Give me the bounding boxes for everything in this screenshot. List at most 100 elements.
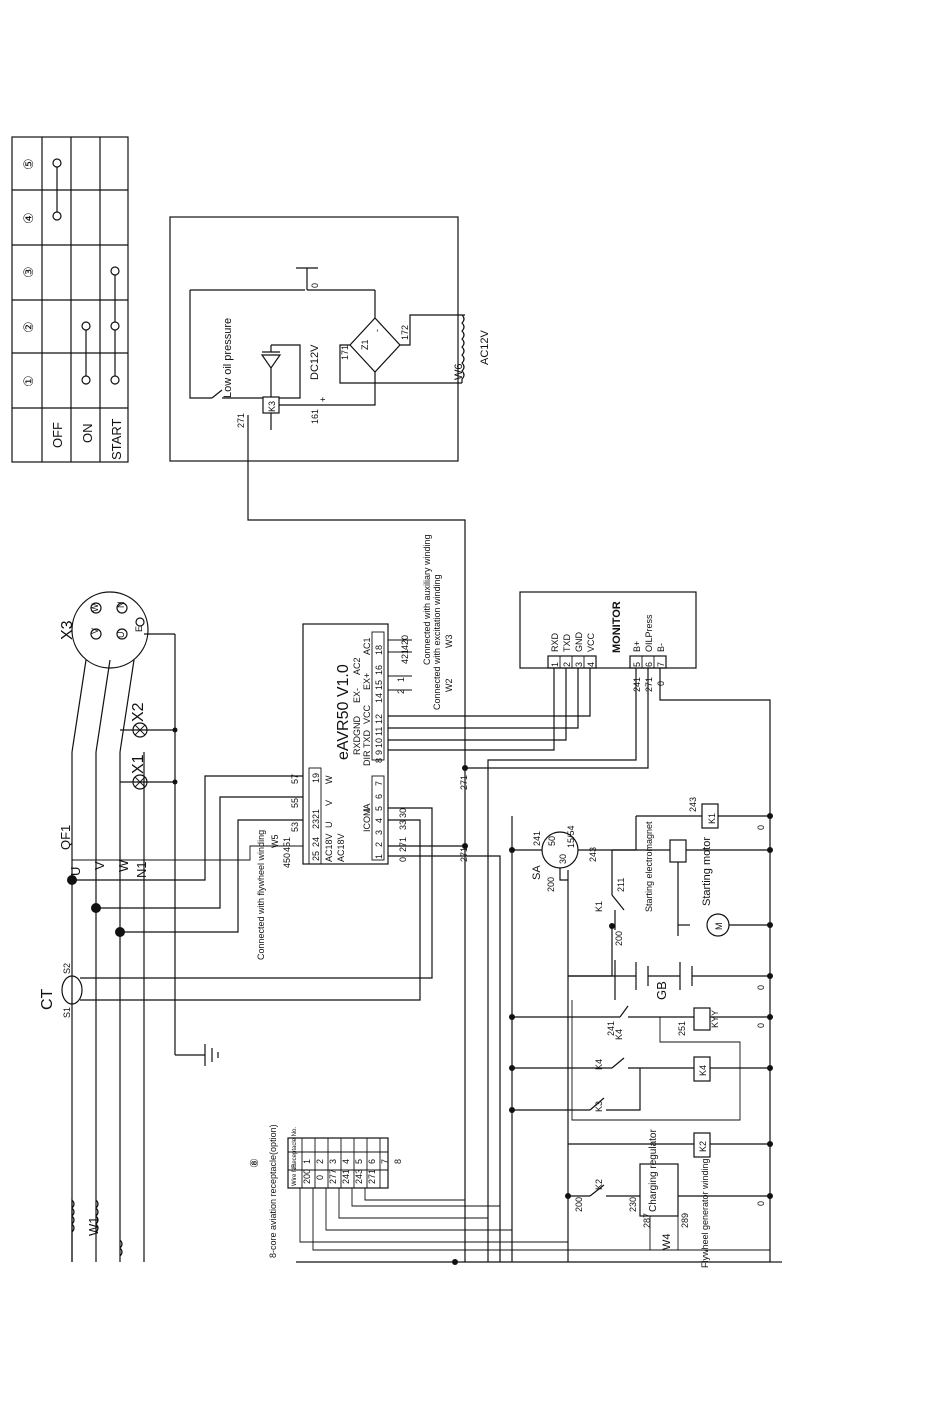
avr-ac1: AC1 xyxy=(362,637,372,655)
rcp-wire-2: 0 xyxy=(315,1175,325,1180)
avr-wire-2: 2 xyxy=(396,689,406,694)
avr-pin-25: 25 xyxy=(311,851,321,861)
avr-pin-8: 8 xyxy=(374,758,384,763)
switch-row-off: OFF xyxy=(50,422,65,448)
wire-171: 171 xyxy=(340,345,350,360)
avr-wire-57: 57 xyxy=(290,774,300,784)
wire-0-oil: 0 xyxy=(310,283,320,288)
rcp-wire-1: 200 xyxy=(302,1169,312,1184)
avr-w-label: W xyxy=(324,775,334,784)
kyy-wire-0: 0 xyxy=(756,1023,766,1028)
phase-v: V xyxy=(92,861,107,870)
receptacle-head-wire: Wire No. xyxy=(292,1162,298,1186)
kyy-wire-251: 251 xyxy=(677,1021,687,1036)
avr-title: eAVR50 V1.0 xyxy=(335,664,352,760)
receptacle-marker: ⑧ xyxy=(249,1158,261,1168)
avr-pin-14: 14 xyxy=(374,693,384,703)
switch-col-3: ③ xyxy=(21,266,36,278)
monitor-oilpress: OILPress xyxy=(644,614,654,652)
x3-label: X3 xyxy=(59,620,76,640)
excitation-note: Connected with auxiliary winding xyxy=(422,534,432,665)
k4-coil-label: K4 xyxy=(698,1065,708,1076)
k1-wire-211: 211 xyxy=(616,878,626,892)
starting-motor: Starting motor xyxy=(701,837,713,906)
monitor-bminus: B- xyxy=(656,643,666,652)
avr-wire-30: 30 xyxy=(398,808,408,818)
k1-contact-label: K1 xyxy=(594,901,604,912)
avr-pin-strip-5: 5 xyxy=(374,806,384,811)
x1-label: X1 xyxy=(130,754,147,774)
x2-label: X2 xyxy=(130,702,147,722)
avr-vcc: VCC xyxy=(362,704,372,724)
monitor-pin-2: 2 xyxy=(562,662,572,667)
rcp-no-2: 2 xyxy=(315,1159,325,1164)
avr-pin-strip-7: 7 xyxy=(374,781,384,786)
avr-pin-12: 12 xyxy=(374,714,384,724)
switch-col-1: ① xyxy=(21,375,36,387)
avr-wire-0: 0 xyxy=(398,857,408,862)
k2-wire-200: 200 xyxy=(574,1197,584,1212)
monitor-title: MONITOR xyxy=(611,601,623,653)
w2-label: W2 xyxy=(444,679,454,693)
avr-pin-10: 10 xyxy=(374,738,384,748)
sa-pin-30: 30 xyxy=(558,854,568,864)
avr-pin-16: 16 xyxy=(374,665,384,675)
rcp-no-8: 8 xyxy=(393,1159,403,1164)
receptacle-title: 8-core aviation receptacle(option) xyxy=(268,1124,278,1258)
kyy-label: KYY xyxy=(710,1010,720,1028)
avr-ac2: AC2 xyxy=(352,657,362,675)
monitor-rxd: RXD xyxy=(550,632,560,652)
k1-wire-200: 200 xyxy=(614,931,624,946)
k2-wire-230: 230 xyxy=(628,1197,638,1212)
k4-kyy-label: K4 xyxy=(614,1029,624,1040)
w3-label: W3 xyxy=(444,635,454,649)
monitor-wire-271: 271 xyxy=(644,677,654,692)
avr-txd: TXD xyxy=(362,729,372,748)
ac12v-label: AC12V xyxy=(479,329,491,365)
qf1-label: QF1 xyxy=(58,825,73,850)
rcp-no-3: 3 xyxy=(328,1159,338,1164)
avr-pin-9: 9 xyxy=(374,750,384,755)
avr-rxd: RXD xyxy=(352,735,362,755)
flywheel-gen-winding: Flywheel generator winding xyxy=(700,1158,710,1268)
avr-box: eAVR50 V1.0 18 16 15 14 12 11 10 9 8 AC1… xyxy=(256,534,454,960)
avr-ia: IA xyxy=(362,803,372,812)
x3-pin-n: N xyxy=(116,602,126,609)
wire-172: 172 xyxy=(400,325,410,340)
w6-label: W6 xyxy=(453,364,465,381)
avr-gnd: GND xyxy=(352,716,362,737)
battery-wire-0: 0 xyxy=(756,985,766,990)
oil-pressure-box: Low oil pressure K3 271 DC12V 161 + 0 Z1… xyxy=(169,216,491,462)
avr-ac18v-b: AC18V xyxy=(336,833,346,862)
phase-u: U xyxy=(68,867,83,876)
x3-pin-u: U xyxy=(116,632,126,639)
receptacle-table: ⑧ 8-core aviation receptacle(option) Wir… xyxy=(249,1124,770,1265)
sa-wire-241: 241 xyxy=(532,831,542,846)
k4-contact-label: K4 xyxy=(594,1059,604,1070)
avr-wire-271: 271 xyxy=(398,837,408,852)
monitor-wire-0: 0 xyxy=(656,681,666,686)
sa-pin-15-54: 15/54 xyxy=(566,825,576,848)
x3-pin-e: E xyxy=(134,626,144,632)
w5-label: W5 xyxy=(270,835,280,849)
avr-wire-421: 421 xyxy=(400,649,410,664)
sa-pin-50: 50 xyxy=(547,836,557,846)
switch-row-start: START xyxy=(109,419,124,460)
low-oil-title: Low oil pressure xyxy=(222,318,234,398)
flywheel-note: Connected with flywheel winding xyxy=(256,830,266,960)
k2-contact-label: K2 xyxy=(594,1179,604,1190)
avr-dir: DIR xyxy=(362,750,372,766)
motor-symbol: M xyxy=(714,923,724,931)
ct-s2: S2 xyxy=(62,963,72,974)
phase-w: W xyxy=(116,859,131,872)
wire-161: 161 xyxy=(310,409,320,424)
avr-pin-strip-3: 3 xyxy=(374,830,384,835)
monitor-gnd: GND xyxy=(574,632,584,653)
switch-row-on: ON xyxy=(80,424,95,444)
avr-ac18v-a: AC18V xyxy=(324,833,334,862)
w4-label: W4 xyxy=(661,1234,673,1251)
excitation-winding-note: Connected with excitation winding xyxy=(432,574,442,710)
monitor-pin-7: 7 xyxy=(656,662,666,667)
avr-wire-1: 1 xyxy=(396,677,406,682)
